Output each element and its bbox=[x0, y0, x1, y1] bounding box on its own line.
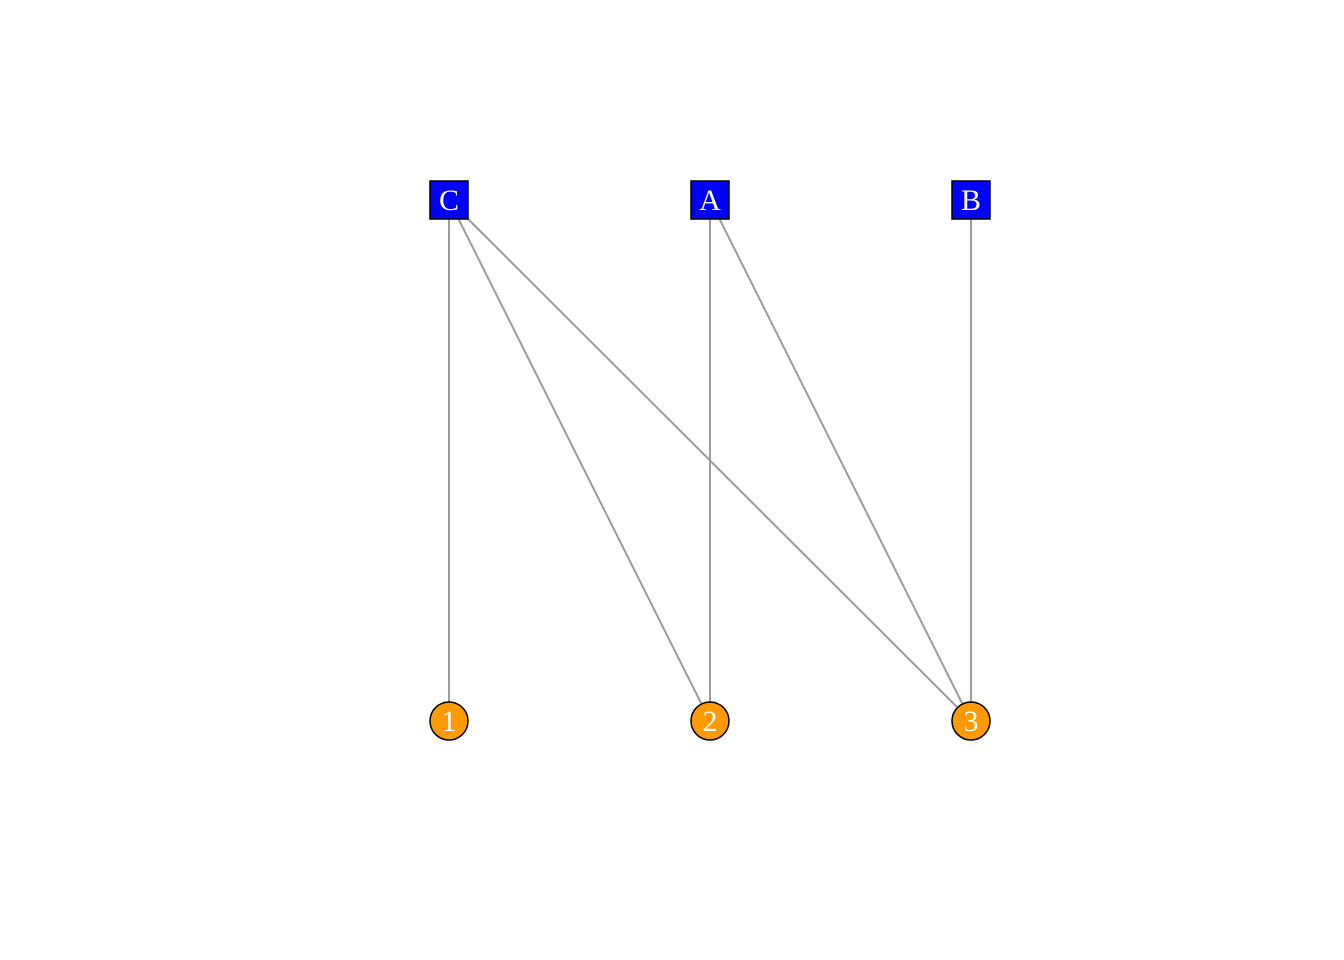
node-B: B bbox=[951, 180, 991, 220]
node-label-1: 1 bbox=[442, 705, 457, 738]
node-label-B: B bbox=[961, 184, 981, 217]
node-1: 1 bbox=[429, 701, 469, 741]
node-square-B bbox=[951, 180, 991, 220]
edge-C-2 bbox=[448, 199, 711, 722]
node-circle-2 bbox=[690, 701, 730, 741]
node-3: 3 bbox=[951, 701, 991, 741]
node-C: C bbox=[429, 180, 469, 220]
node-square-A bbox=[690, 180, 730, 220]
nodes-layer: C A B 1 2 3 bbox=[429, 180, 991, 741]
node-label-A: A bbox=[699, 184, 721, 217]
node-2: 2 bbox=[690, 701, 730, 741]
node-circle-3 bbox=[951, 701, 991, 741]
edges-layer bbox=[448, 199, 972, 722]
node-label-2: 2 bbox=[703, 705, 718, 738]
node-label-C: C bbox=[439, 184, 459, 217]
node-square-C bbox=[429, 180, 469, 220]
edge-A-3 bbox=[709, 199, 972, 722]
node-A: A bbox=[690, 180, 730, 220]
node-circle-1 bbox=[429, 701, 469, 741]
node-label-3: 3 bbox=[964, 705, 979, 738]
